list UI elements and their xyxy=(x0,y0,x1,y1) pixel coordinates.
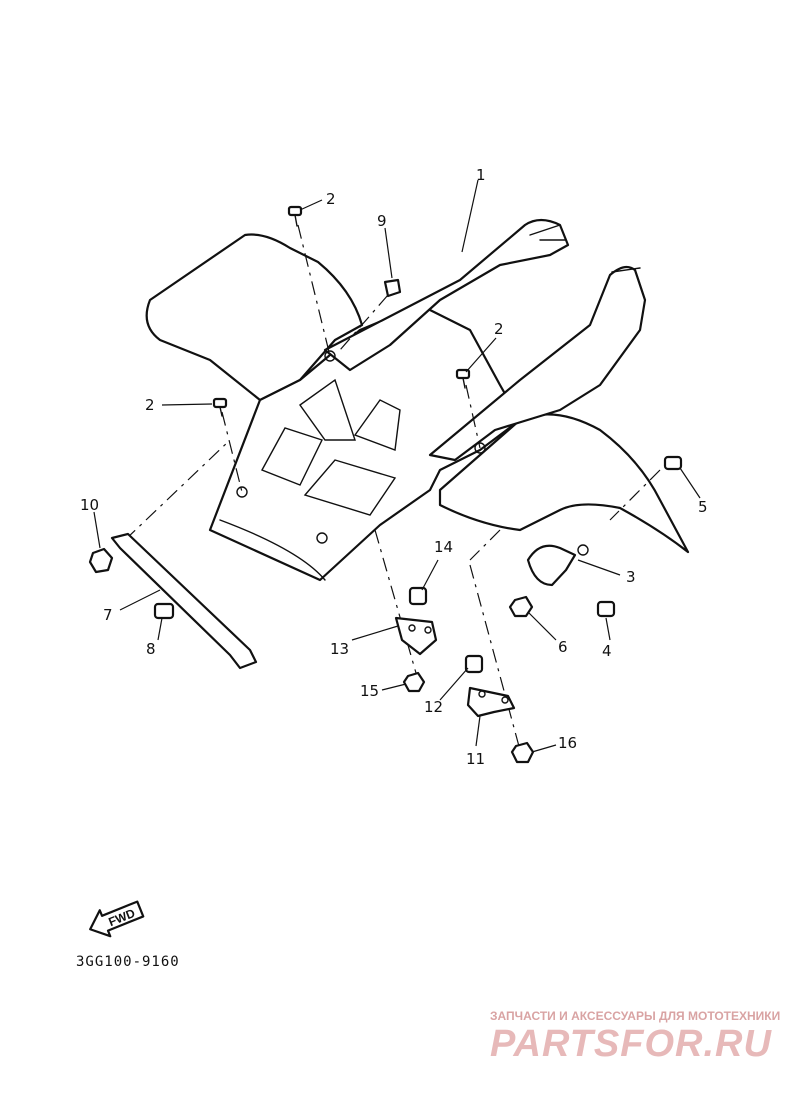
bracket-icon xyxy=(394,616,438,656)
callout-13: 13 xyxy=(330,640,349,658)
callout-3: 3 xyxy=(626,568,636,586)
bolt-icon xyxy=(153,602,175,620)
callout-14: 14 xyxy=(434,538,453,556)
diagram-part-code: 3GG100-9160 xyxy=(76,954,180,970)
callout-labels: 1 2 2 2 3 4 5 6 7 8 9 10 11 12 13 14 15 … xyxy=(80,166,708,768)
callout-16: 16 xyxy=(558,734,577,752)
bolt-icon xyxy=(596,600,616,618)
callout-2: 2 xyxy=(145,396,155,414)
watermark-subtitle: ЗАПЧАСТИ И АКСЕССУАРЫ ДЛЯ МОТОТЕХНИКИ xyxy=(490,1009,780,1023)
bolt-icon xyxy=(408,586,428,606)
callout-7: 7 xyxy=(103,606,113,624)
callout-5: 5 xyxy=(698,498,708,516)
watermark-brand: PARTSFOR.RU xyxy=(490,1023,772,1065)
rear-fender-body xyxy=(145,218,690,582)
callout-6: 6 xyxy=(558,638,568,656)
callout-2: 2 xyxy=(494,320,504,338)
fwd-arrow-icon: FWD xyxy=(89,900,145,938)
leader-lines xyxy=(93,179,701,753)
screw-icon xyxy=(287,205,303,227)
hardware-parts xyxy=(88,205,683,764)
clip-icon xyxy=(383,278,402,298)
nut-icon xyxy=(88,547,114,574)
screw-icon xyxy=(212,397,228,417)
bracket-icon xyxy=(466,686,516,718)
callout-1: 1 xyxy=(476,166,486,184)
callout-15: 15 xyxy=(360,682,379,700)
callout-9: 9 xyxy=(377,212,387,230)
callout-8: 8 xyxy=(146,640,156,658)
bolt-icon xyxy=(663,455,683,471)
callout-4: 4 xyxy=(602,642,612,660)
callout-12: 12 xyxy=(424,698,443,716)
bolt-icon xyxy=(464,654,484,674)
nut-icon xyxy=(508,595,534,618)
callout-11: 11 xyxy=(466,750,485,768)
support-rod-icon xyxy=(110,532,258,670)
assembly-centerlines xyxy=(124,224,661,751)
callout-10: 10 xyxy=(80,496,99,514)
nut-icon xyxy=(402,671,426,693)
watermark: ЗАПЧАСТИ И АКСЕССУАРЫ ДЛЯ МОТОТЕХНИКИ PA… xyxy=(490,1009,780,1065)
nut-icon xyxy=(510,741,535,764)
callout-2: 2 xyxy=(326,190,336,208)
bracket-icon xyxy=(526,544,589,587)
